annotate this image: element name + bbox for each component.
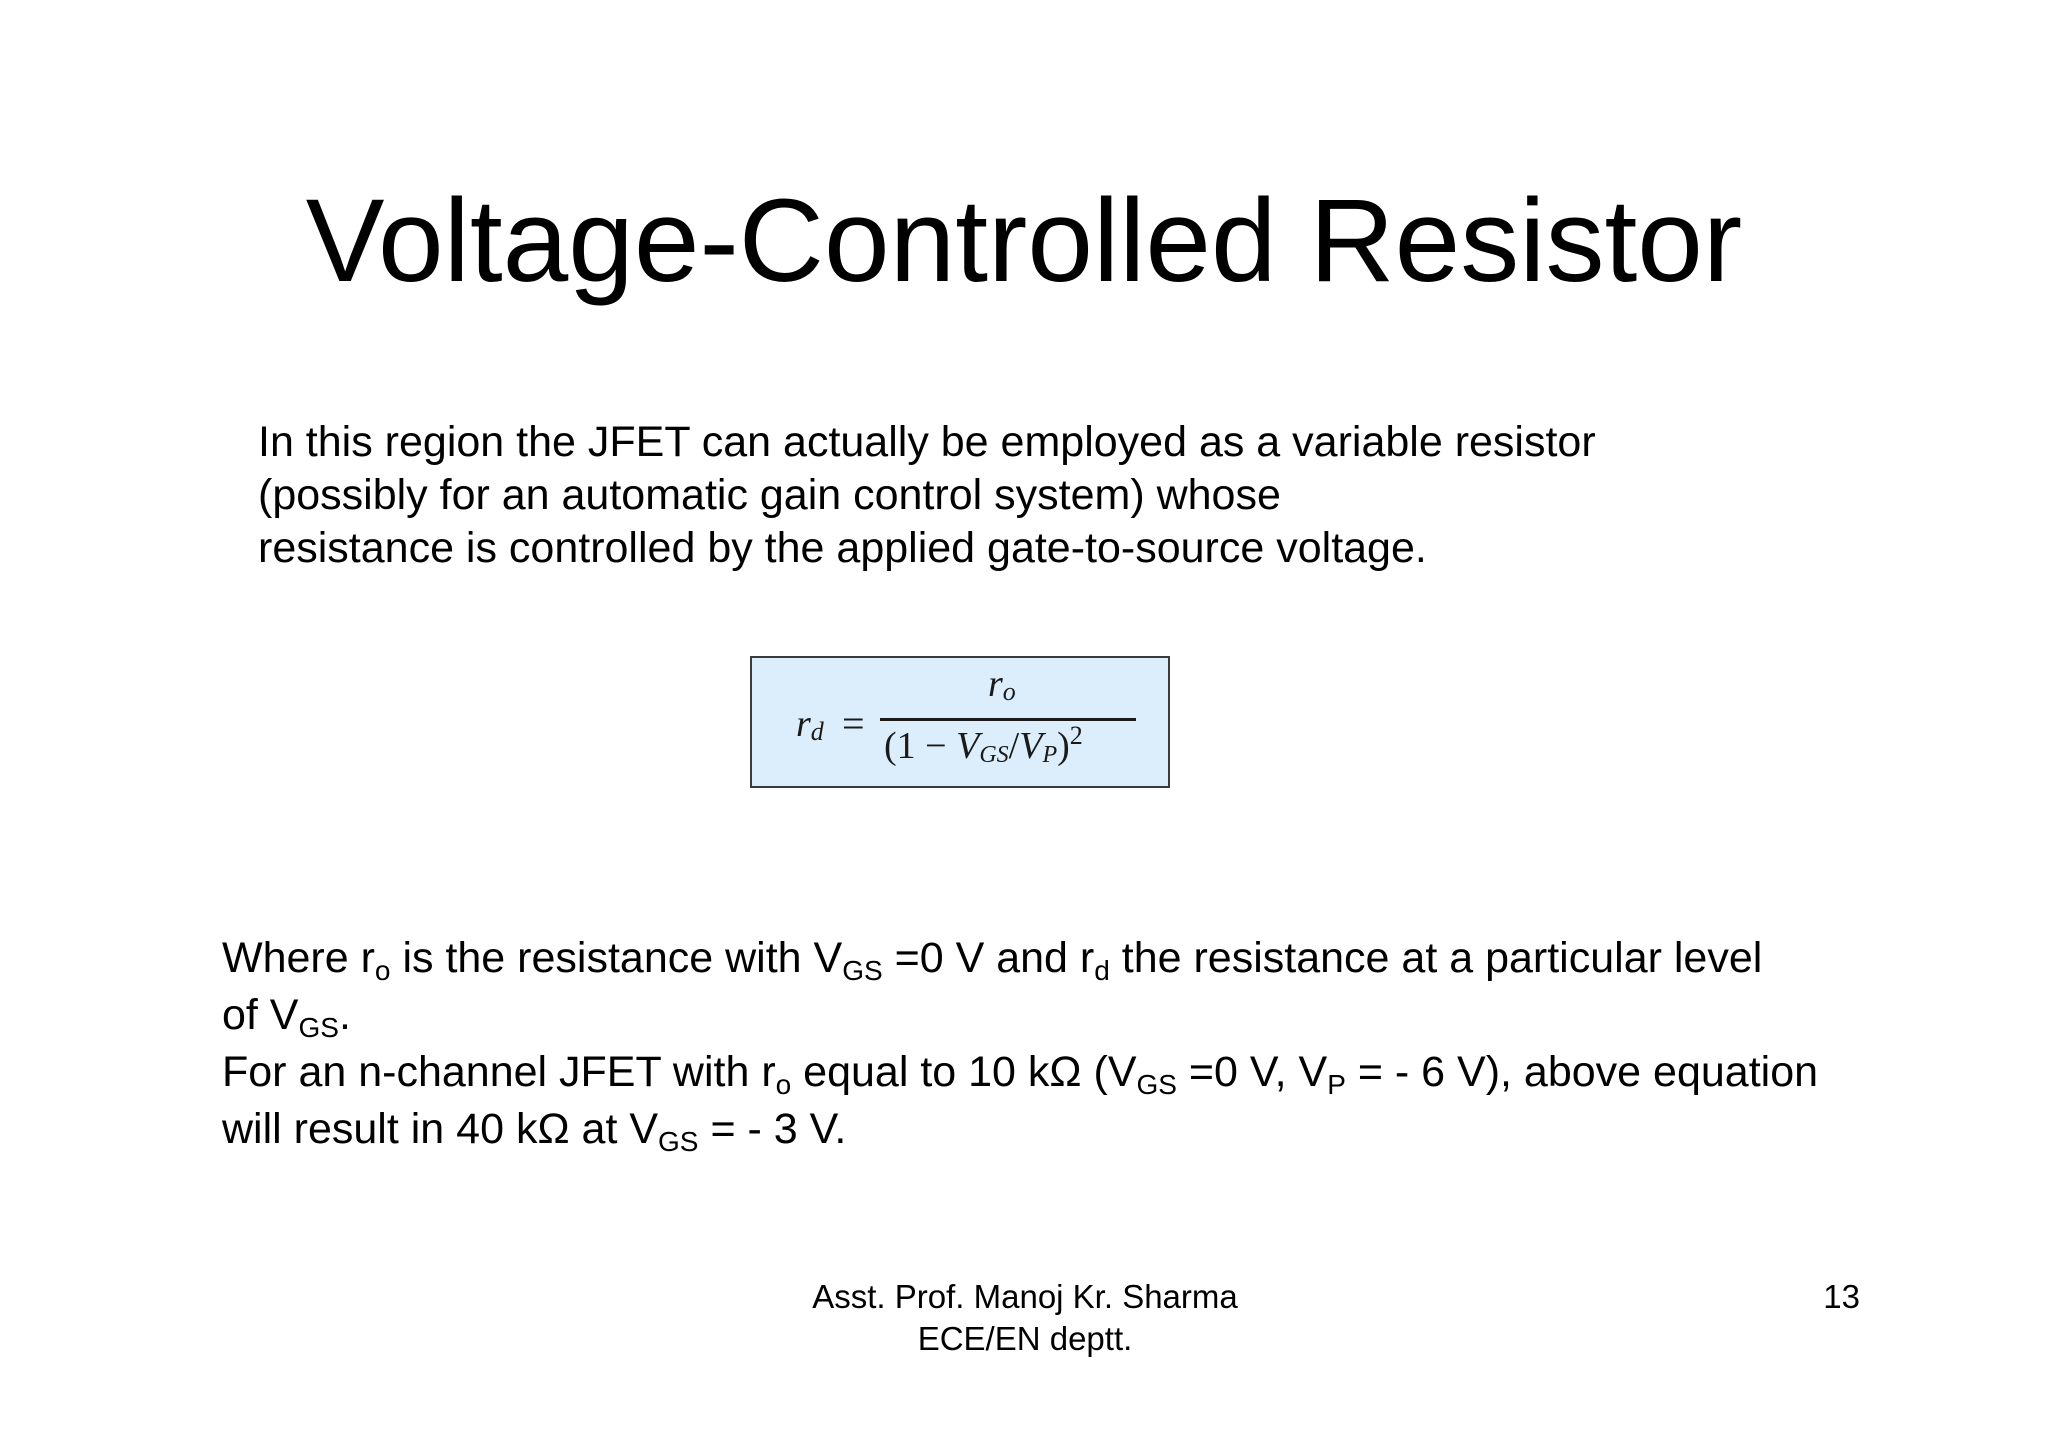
fraction-bar bbox=[880, 718, 1136, 721]
denominator-open: (1 − bbox=[884, 725, 957, 767]
subscript: GS bbox=[1136, 1069, 1177, 1100]
subscript: GS bbox=[842, 955, 883, 986]
intro-paragraph: In this region the JFET can actually be … bbox=[258, 416, 1596, 575]
text-run: will result in 40 kΩ at V bbox=[222, 1105, 659, 1153]
subscript: P bbox=[1327, 1069, 1346, 1100]
text-run: =0 V, V bbox=[1176, 1048, 1328, 1096]
explanation-line: will result in 40 kΩ at VGS = - 3 V. bbox=[222, 1103, 1818, 1160]
footer-line: Asst. Prof. Manoj Kr. Sharma bbox=[812, 1278, 1238, 1315]
denominator-v1-subscript: GS bbox=[979, 742, 1009, 768]
subscript: GS bbox=[298, 1012, 339, 1043]
intro-line: (possibly for an automatic gain control … bbox=[258, 471, 1281, 519]
denominator-v1: V bbox=[956, 725, 980, 767]
explanation-line: of VGS. bbox=[222, 989, 1818, 1046]
text-run: Where r bbox=[222, 934, 375, 982]
denominator-slash: / bbox=[1008, 725, 1020, 767]
subscript: GS bbox=[658, 1126, 699, 1157]
text-run: is the resistance with V bbox=[390, 934, 843, 982]
footer-line: ECE/EN deptt. bbox=[917, 1320, 1133, 1357]
text-run: = - 3 V. bbox=[698, 1105, 847, 1153]
formula-lhs: rd bbox=[796, 702, 824, 746]
formula-numerator-subscript: o bbox=[1002, 677, 1016, 706]
explanation-paragraph: Where ro is the resistance with VGS =0 V… bbox=[222, 932, 1818, 1160]
text-run: equal to 10 kΩ (V bbox=[791, 1048, 1137, 1096]
text-run: of V bbox=[222, 991, 299, 1039]
intro-line: resistance is controlled by the applied … bbox=[258, 524, 1427, 572]
formula-box: rd = ro (1 − VGS/VP)2 bbox=[750, 656, 1170, 788]
explanation-line: Where ro is the resistance with VGS =0 V… bbox=[222, 932, 1818, 989]
slide-title: Voltage-Controlled Resistor bbox=[305, 175, 1743, 307]
formula-denominator: (1 − VGS/VP)2 bbox=[884, 721, 1083, 768]
text-run: For an n-channel JFET with r bbox=[222, 1048, 776, 1096]
denominator-v2-subscript: P bbox=[1042, 742, 1058, 768]
text-run: =0 V and r bbox=[882, 934, 1095, 982]
denominator-power: 2 bbox=[1069, 721, 1083, 750]
subscript: o bbox=[374, 955, 391, 986]
text-run: = - 6 V), above equation bbox=[1345, 1048, 1819, 1096]
subscript: d bbox=[1094, 955, 1110, 986]
page-number: 13 bbox=[1823, 1278, 1860, 1315]
explanation-line: For an n-channel JFET with ro equal to 1… bbox=[222, 1046, 1818, 1103]
subscript: o bbox=[775, 1069, 792, 1100]
formula-numerator-symbol: r bbox=[988, 663, 1003, 705]
denominator-v2: V bbox=[1019, 725, 1043, 767]
denominator-close: ) bbox=[1057, 725, 1070, 767]
text-run: . bbox=[338, 991, 351, 1039]
intro-line: In this region the JFET can actually be … bbox=[258, 418, 1596, 466]
formula-numerator: ro bbox=[988, 662, 1016, 706]
footer-author: Asst. Prof. Manoj Kr. Sharma ECE/EN dept… bbox=[700, 1276, 1350, 1360]
formula-lhs-subscript: d bbox=[810, 717, 824, 746]
formula-equals: = bbox=[842, 701, 865, 746]
formula-lhs-symbol: r bbox=[796, 703, 811, 745]
text-run: the resistance at a particular level bbox=[1109, 934, 1763, 982]
